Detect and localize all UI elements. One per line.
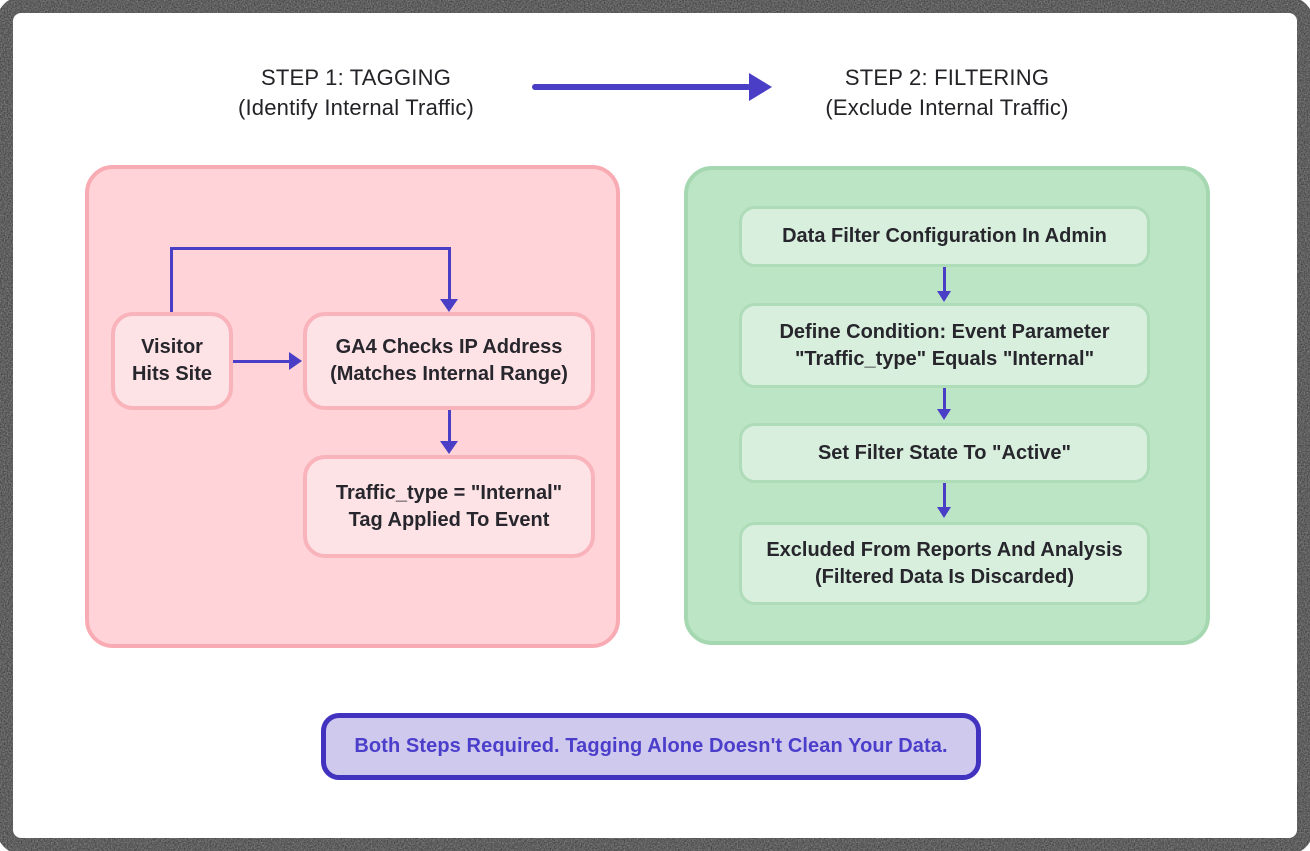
- footer-note-box: Both Steps Required. Tagging Alone Doesn…: [321, 713, 981, 780]
- step1-title: STEP 1: TAGGING (Identify Internal Traff…: [237, 65, 475, 120]
- node-visitor-hits-site: Visitor Hits Site: [111, 312, 233, 410]
- arrowhead-down-into-ga4-icon: [440, 299, 458, 312]
- step2-filtering-panel: Data Filter Configuration In Admin Defin…: [684, 166, 1210, 645]
- connector-visitor-top-elbow-horizontal: [170, 247, 451, 250]
- node-traffic-type-tag-applied: Traffic_type = "Internal" Tag Applied To…: [303, 455, 595, 558]
- step1-to-step2-arrow-line: [532, 84, 751, 90]
- footer-note-text: Both Steps Required. Tagging Alone Doesn…: [354, 735, 948, 757]
- connector-condition-to-state-line: [943, 388, 946, 410]
- arrowhead-down-into-excluded-icon: [937, 507, 951, 518]
- connector-visitor-to-ga4-line: [233, 360, 290, 363]
- connector-state-to-excluded-line: [943, 483, 946, 508]
- step1-to-step2-arrow-icon: [749, 73, 772, 101]
- node-set-filter-state-active: Set Filter State To "Active": [739, 423, 1150, 483]
- connector-visitor-top-elbow-vertical: [170, 247, 173, 312]
- node-data-filter-configuration: Data Filter Configuration In Admin: [739, 206, 1150, 267]
- node-excluded-from-reports: Excluded From Reports And Analysis (Filt…: [739, 522, 1150, 605]
- node-define-condition: Define Condition: Event Parameter "Traff…: [739, 303, 1150, 388]
- connector-ga4-to-tag-line: [448, 410, 451, 442]
- arrowhead-right-into-ga4-icon: [289, 352, 302, 370]
- connector-config-to-condition-line: [943, 267, 946, 292]
- arrowhead-down-into-condition-icon: [937, 291, 951, 302]
- arrowhead-down-into-tag-icon: [440, 441, 458, 454]
- connector-elbow-to-ga4-vertical: [448, 247, 451, 300]
- arrowhead-down-into-state-icon: [937, 409, 951, 420]
- step1-tagging-panel: Visitor Hits Site GA4 Checks IP Address …: [85, 165, 620, 648]
- step2-title: STEP 2: FILTERING (Exclude Internal Traf…: [825, 65, 1069, 120]
- node-ga4-checks-ip-address: GA4 Checks IP Address (Matches Internal …: [303, 312, 595, 410]
